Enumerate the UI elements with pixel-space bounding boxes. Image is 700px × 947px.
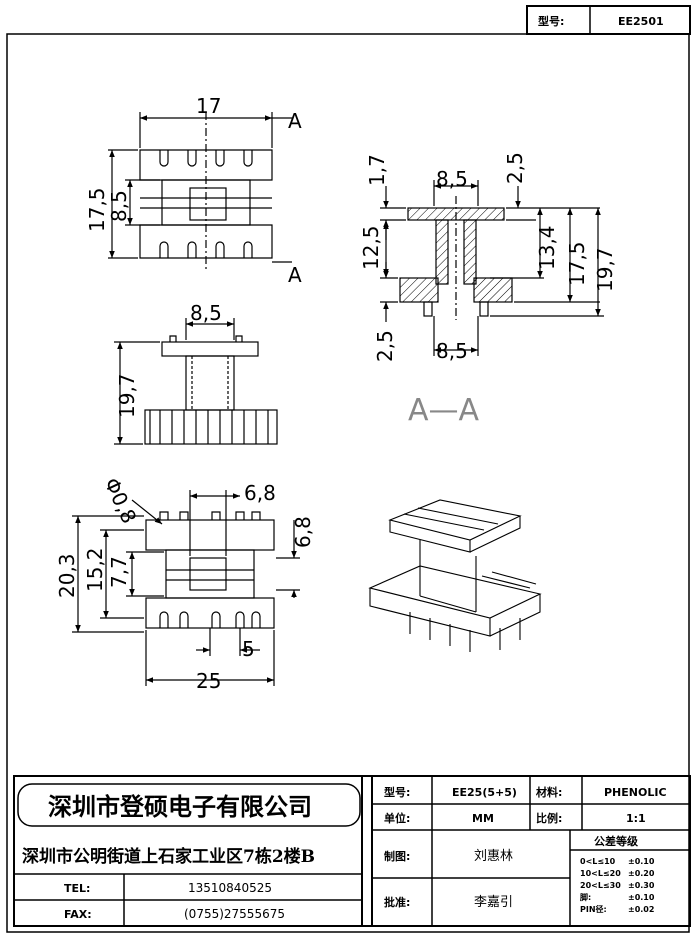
top-view bbox=[108, 112, 292, 270]
bottom-h1-label: 20,3 bbox=[55, 553, 79, 598]
bottom-h3-label: 7,7 bbox=[107, 556, 131, 588]
tb-model-value: EE25(5+5) bbox=[452, 786, 517, 799]
header-model-value: EE2501 bbox=[618, 15, 664, 28]
bottom-pitch-label: 5 bbox=[242, 637, 255, 661]
tolerance-value: ±0.10 bbox=[628, 857, 655, 866]
section-bottom-flange-label: 2,5 bbox=[373, 330, 397, 362]
tb-material-label: 材料: bbox=[536, 785, 562, 799]
tb-approved-value: 李嘉引 bbox=[474, 895, 513, 910]
section-total-label: 19,7 bbox=[593, 247, 617, 292]
company-name: 深圳市登硕电子有限公司 bbox=[48, 792, 312, 821]
section-winding-label: 12,5 bbox=[359, 225, 383, 270]
isometric-view bbox=[368, 499, 542, 652]
tb-scale-value: 1:1 bbox=[626, 812, 646, 825]
fax-label: FAX: bbox=[64, 908, 92, 921]
tb-approved-label: 批准: bbox=[384, 895, 410, 909]
side-view bbox=[114, 318, 278, 445]
tel-value: 13510840525 bbox=[188, 881, 272, 895]
section-caption: A—A bbox=[408, 393, 480, 428]
tel-label: TEL: bbox=[64, 882, 90, 895]
tolerance-table: 0<L≤10 ±0.10 10<L≤20 ±0.20 20<L≤30 ±0.30 脚: ±0.… bbox=[580, 857, 655, 914]
tolerance-value: ±0.20 bbox=[628, 869, 655, 878]
fax-value: (0755)27555675 bbox=[184, 907, 285, 921]
section-mark-top: A bbox=[288, 109, 302, 133]
tolerance-range: 0<L≤10 bbox=[580, 857, 616, 866]
section-bottom-width-label: 8,5 bbox=[436, 339, 468, 363]
tolerance-value: ±0.02 bbox=[628, 905, 654, 914]
title-block bbox=[13, 775, 691, 927]
tb-drawn-label: 制图: bbox=[384, 849, 410, 863]
tolerance-value: ±0.10 bbox=[628, 893, 655, 902]
side-top-width-label: 8,5 bbox=[190, 301, 222, 325]
section-top-width-label: 8,5 bbox=[436, 167, 468, 191]
tb-material-value: PHENOLIC bbox=[604, 786, 667, 799]
header-box: 型号: EE2501 bbox=[526, 5, 691, 35]
bottom-height-right-label: 6,8 bbox=[291, 516, 315, 548]
top-core-label: 8,5 bbox=[107, 190, 131, 222]
bottom-h2-label: 15,2 bbox=[83, 547, 107, 592]
top-height-label: 17,5 bbox=[85, 187, 109, 232]
tolerance-range: PIN径: bbox=[580, 904, 607, 914]
company-address: 深圳市公明街道上石家工业区7栋2楼B bbox=[22, 846, 315, 867]
tolerance-range: 10<L≤20 bbox=[580, 869, 621, 878]
tb-model-label: 型号: bbox=[384, 785, 410, 799]
tolerance-range: 脚: bbox=[580, 892, 591, 902]
tb-scale-label: 比例: bbox=[536, 811, 562, 825]
tolerance-value: ±0.30 bbox=[628, 881, 655, 890]
section-top-flange-label: 1,7 bbox=[365, 154, 389, 186]
tolerance-range: 20<L≤30 bbox=[580, 881, 621, 890]
drawing-border bbox=[6, 33, 690, 933]
pin-diameter-label: Φ0,8 bbox=[99, 474, 141, 527]
top-width-label: 17 bbox=[196, 94, 221, 118]
header-model-label: 型号: bbox=[538, 14, 564, 28]
section-view bbox=[380, 180, 604, 356]
section-mark-bottom: A bbox=[288, 263, 302, 287]
tb-unit-label: 单位: bbox=[384, 811, 410, 825]
bottom-core-label: 6,8 bbox=[244, 481, 276, 505]
tb-drawn-value: 刘惠林 bbox=[474, 849, 513, 864]
section-mid-label: 17,5 bbox=[565, 241, 589, 286]
section-inner-label: 13,4 bbox=[535, 225, 559, 270]
tolerance-title: 公差等级 bbox=[594, 834, 639, 848]
bottom-width-label: 25 bbox=[196, 669, 221, 693]
section-wall-label: 2,5 bbox=[503, 152, 527, 184]
side-height-label: 19,7 bbox=[115, 373, 139, 418]
tb-unit-value: MM bbox=[472, 812, 494, 825]
bottom-view bbox=[72, 490, 300, 686]
